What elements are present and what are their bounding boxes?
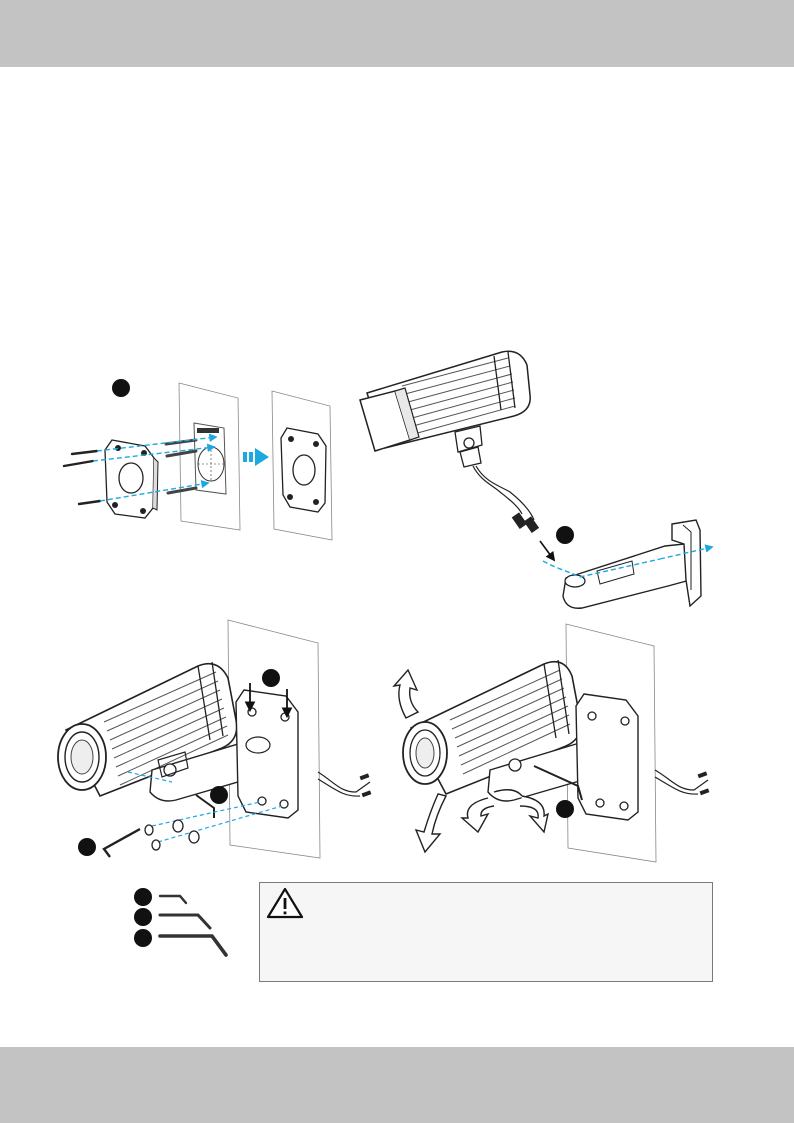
- next-step-arrow: [243, 448, 269, 466]
- cable-connectors: [511, 512, 540, 534]
- step-marker-1: [112, 379, 130, 397]
- wall-cable-left: [317, 771, 371, 793]
- screw-down-arrows: [244, 683, 293, 719]
- caution-note-box: [259, 882, 713, 982]
- step-marker-6: [556, 800, 574, 818]
- camera-left: [57, 661, 238, 798]
- medium-hex-key-icon: [158, 913, 212, 930]
- tilt-down-arrow: [414, 793, 448, 854]
- legend-marker-large: [134, 929, 152, 947]
- feed-cable-arrow: [539, 540, 556, 562]
- step-4-adjust-group: [392, 623, 710, 863]
- hex-key-tool: [102, 827, 141, 858]
- large-hex-key-icon: [158, 934, 228, 957]
- screw-alignment-guides: [127, 771, 283, 843]
- legend-marker-small: [134, 888, 152, 906]
- step-2-bracket-group: [359, 350, 714, 609]
- step-marker-2: [556, 526, 574, 544]
- washers-and-screws: [144, 819, 200, 851]
- step-marker-3: [262, 669, 280, 687]
- tilt-up-arrow: [392, 668, 420, 719]
- header-band: [0, 0, 794, 67]
- wall-screws: [62, 449, 102, 506]
- step-marker-4: [210, 786, 228, 804]
- hex-key-legend: [134, 888, 228, 957]
- camera-right: [402, 659, 582, 796]
- wall-bracket: [562, 519, 702, 609]
- small-hex-key-icon: [158, 894, 188, 905]
- alignment-guides: [92, 433, 218, 502]
- step-3-mount-group: [57, 619, 372, 859]
- pan-rotate-arrow: [460, 795, 550, 834]
- warning-triangle-icon: [266, 887, 304, 919]
- hex-key-adjust: [533, 765, 583, 801]
- wall-bracket-adjust: [487, 693, 639, 821]
- wall-anchors: [164, 438, 198, 495]
- plate-cable-hole: [118, 462, 144, 494]
- step-marker-5: [78, 838, 96, 856]
- footer-band: [0, 1047, 794, 1123]
- step-1-wall-plate-group: [62, 379, 333, 541]
- camera-cable: [472, 465, 535, 521]
- legend-marker-medium: [134, 908, 152, 926]
- hex-key-in-use: [195, 794, 215, 818]
- camera-top-right: [359, 350, 531, 468]
- wall-cable-right: [654, 769, 709, 791]
- bracket-cable-route: [542, 558, 661, 578]
